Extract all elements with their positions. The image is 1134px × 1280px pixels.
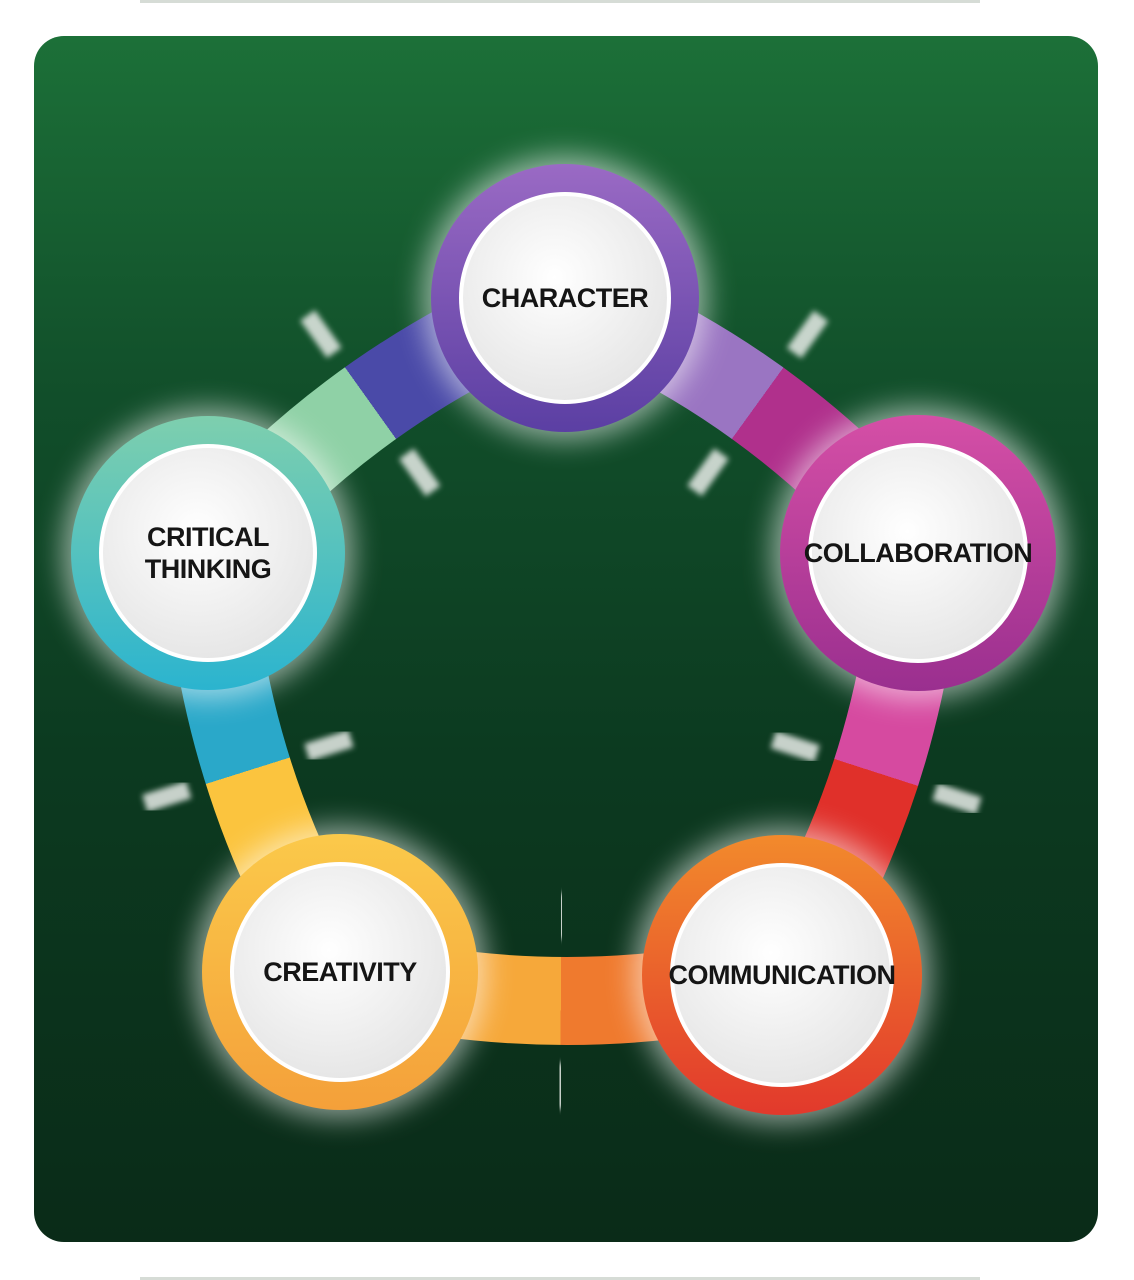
- connector-tick-mark: [687, 448, 729, 497]
- node-character: CHARACTER: [423, 156, 707, 440]
- connector-tick-mark: [786, 310, 829, 359]
- node-disc: [808, 443, 1028, 663]
- node-label-critical-thinking: THINKING: [145, 554, 272, 584]
- node-label-character: CHARACTER: [482, 283, 649, 313]
- node-label-collaboration: COLLABORATION: [804, 538, 1032, 568]
- node-label-communication: COMMUNICATION: [669, 960, 896, 990]
- connector-tick-mark: [399, 448, 441, 497]
- node-creativity: CREATIVITY: [194, 826, 486, 1118]
- node-disc: [99, 444, 317, 662]
- connector-tick-mark: [142, 781, 192, 813]
- bottom-frame-line: [140, 1277, 980, 1280]
- node-disc: [459, 192, 671, 404]
- tick-layer: [142, 310, 982, 1110]
- connector-tick-mark: [932, 783, 982, 815]
- node-communication: COMMUNICATION: [634, 827, 930, 1123]
- top-frame-line: [140, 0, 980, 3]
- node-disc: [670, 863, 894, 1087]
- connector-tick-mark: [304, 730, 354, 762]
- connector-tick-mark: [770, 731, 820, 763]
- node-label-critical-thinking: CRITICAL: [147, 522, 269, 552]
- node-label-creativity: CREATIVITY: [263, 957, 417, 987]
- node-disc: [230, 862, 450, 1082]
- node-layer: CHARACTER COLLABORATION COMMUNICATION CREAT…: [63, 156, 1064, 1123]
- node-collaboration: COLLABORATION: [772, 407, 1064, 699]
- connector-tick-mark: [300, 310, 342, 359]
